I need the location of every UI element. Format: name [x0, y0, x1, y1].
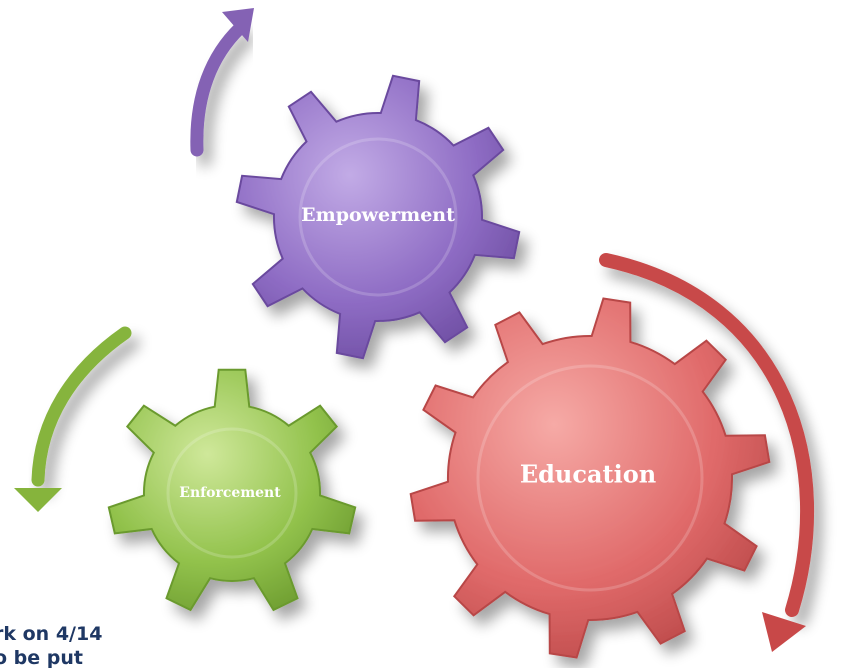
education-gear	[409, 297, 771, 659]
green-arrow	[14, 326, 132, 512]
purple-arrow	[190, 8, 254, 157]
education-label: Education	[520, 460, 656, 489]
empowerment-label: Empowerment	[301, 204, 455, 226]
empowerment-gear	[235, 74, 521, 360]
enforcement-label: Enforcement	[179, 485, 281, 501]
red-arrow	[599, 253, 815, 652]
enforcement-gear	[107, 368, 357, 612]
note-text-line-2: o be put	[0, 647, 83, 668]
note-text-line-1: rk on 4/14	[0, 623, 103, 645]
